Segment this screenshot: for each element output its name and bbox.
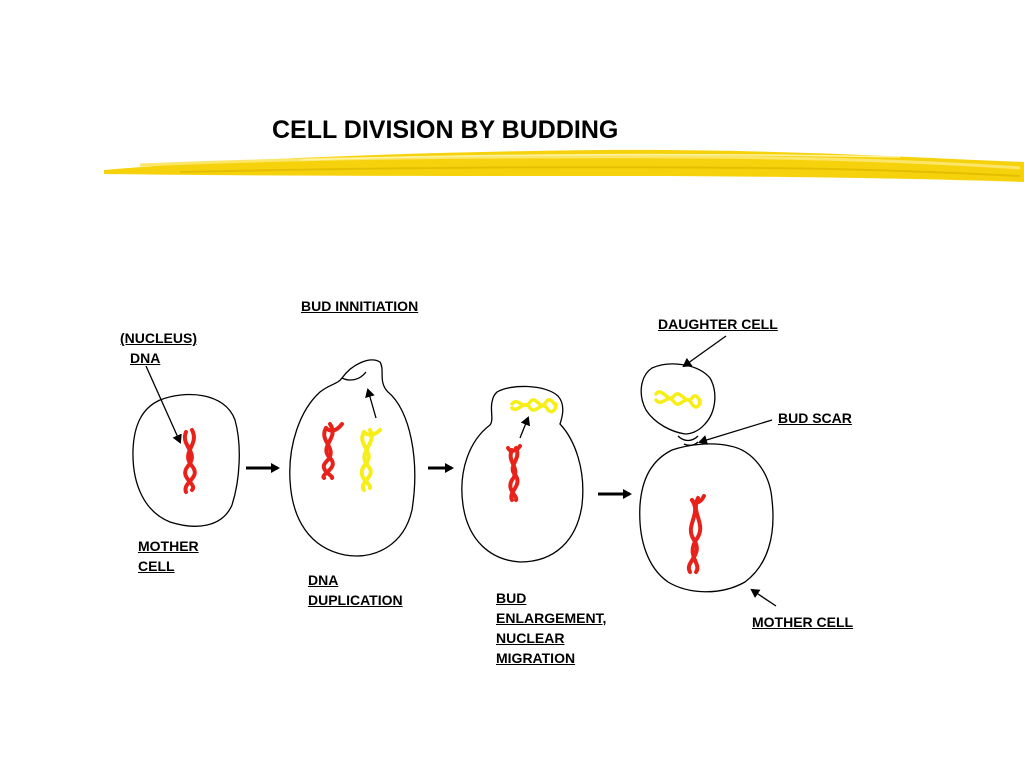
bud-scar-label-line: BUD SCAR bbox=[778, 410, 852, 426]
bud-enlargement-cell-outline bbox=[461, 385, 584, 563]
title-underline-brush bbox=[104, 149, 1024, 182]
dna-duplication-label-line: DUPLICATION bbox=[308, 592, 403, 608]
mother-cell-label-line: CELL bbox=[138, 558, 175, 574]
dna-yellow-strand bbox=[359, 428, 382, 492]
bud-enlargement-label-line: NUCLEAR bbox=[496, 630, 565, 646]
dna-red-strand bbox=[182, 428, 197, 494]
dna-label-line: DNA bbox=[130, 350, 161, 366]
bud-enlargement-label-line: MIGRATION bbox=[496, 650, 576, 666]
nucleus-label-line: (NUCLEUS) bbox=[120, 330, 197, 346]
mother-cell-label-line: MOTHER bbox=[138, 538, 199, 554]
daughter-cell-pointer-arrow bbox=[682, 335, 727, 368]
mother-cell-outline bbox=[132, 393, 240, 527]
dna-red-strand bbox=[321, 422, 344, 480]
nuclear-migration-arrow bbox=[519, 416, 531, 439]
bud-scar-mark bbox=[677, 435, 699, 446]
page-title: CELL DIVISION BY BUDDING bbox=[272, 116, 619, 144]
daughter-cell-label-line: DAUGHTER CELL bbox=[658, 316, 778, 332]
bud-initiation-cell-outline bbox=[289, 359, 416, 557]
bud-enlargement-label: BUD ENLARGEMENT, NUCLEAR MIGRATION bbox=[496, 588, 606, 668]
bud-initiation-label-line: BUD INNITIATION bbox=[301, 298, 419, 314]
nucleus-dna-label: (NUCLEUS) DNA bbox=[120, 328, 197, 368]
dna-duplication-label: DNA DUPLICATION bbox=[308, 570, 403, 610]
bud-scar-label: BUD SCAR bbox=[778, 408, 852, 428]
dna-duplication-label-line: DNA bbox=[308, 572, 339, 588]
dna-pointer-arrow bbox=[145, 365, 182, 444]
bud-enlargement-label-line: BUD bbox=[496, 590, 527, 606]
daughter-cell-label: DAUGHTER CELL bbox=[658, 314, 778, 334]
bud-enlargement-label-line: ENLARGEMENT, bbox=[496, 610, 607, 626]
dna-red-strand bbox=[686, 494, 706, 574]
dna-yellow-strand bbox=[654, 390, 702, 409]
daughter-cell-outline bbox=[640, 363, 716, 435]
mother-cell-outline bbox=[639, 443, 774, 593]
bud-pointer-arrow bbox=[365, 388, 377, 419]
mother-cell-label-2: MOTHER CELL bbox=[752, 612, 853, 632]
dna-red-strand bbox=[506, 444, 522, 502]
bud-initiation-label: BUD INNITIATION bbox=[301, 296, 418, 316]
mother-cell-pointer-arrow bbox=[750, 588, 777, 607]
bud-initiation-notch bbox=[341, 371, 367, 381]
bud-scar-pointer-arrow bbox=[698, 419, 773, 445]
dna-yellow-strand bbox=[510, 398, 558, 414]
mother-cell-label-1: MOTHER CELL bbox=[138, 536, 199, 576]
mother-cell-label-line: MOTHER CELL bbox=[752, 614, 854, 630]
